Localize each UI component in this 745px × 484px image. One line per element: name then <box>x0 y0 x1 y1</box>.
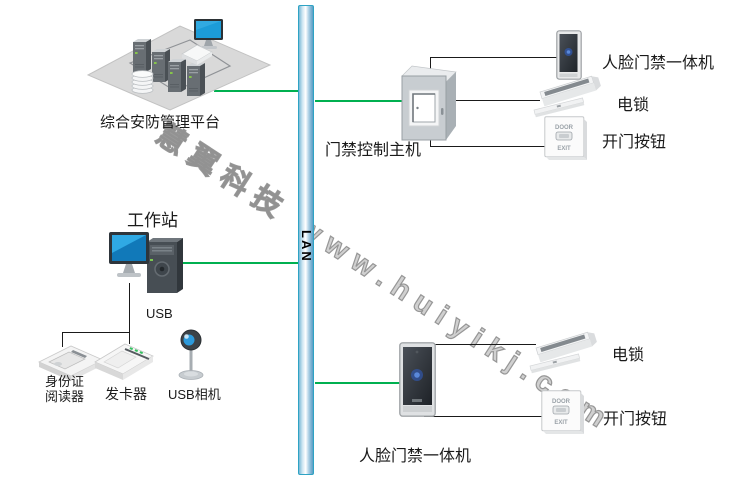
id-reader-label-line2: 阅读器 <box>45 389 85 404</box>
wire-faceterminal-button <box>424 416 545 417</box>
access-controller-icon <box>398 62 460 142</box>
button-text-exit: EXIT <box>557 146 571 152</box>
usb-camera-icon <box>178 328 206 380</box>
id-reader-label-line1: 身份证 <box>45 374 85 389</box>
electric-lock-top-icon <box>532 70 604 118</box>
platform-label: 综合安防管理平台 <box>100 114 221 131</box>
lan-backbone-bar <box>298 5 314 475</box>
face-terminal-top-label: 人脸门禁一体机 <box>602 55 715 72</box>
wire-controller-down <box>430 138 431 147</box>
lock-top-label: 电锁 <box>617 97 650 114</box>
card-issuer-icon <box>92 336 156 380</box>
link-platform-lan <box>214 90 298 92</box>
id-reader-label: 身份证 阅读器 <box>45 374 84 404</box>
security-platform-icon <box>85 18 275 113</box>
wire-controller-lock <box>454 100 540 101</box>
usb-label: USB <box>146 306 173 321</box>
wire-usb-trunk <box>129 283 130 344</box>
face-terminal-top-icon <box>556 30 582 80</box>
wire-usb-idreader <box>62 332 63 347</box>
wire-controller-faceterminal <box>430 57 558 58</box>
link-lan-controller <box>315 100 402 102</box>
exit-button-bottom-icon: DOOR EXIT <box>541 390 585 435</box>
workstation-icon <box>105 228 195 296</box>
workstation-label: 工作站 <box>127 211 178 230</box>
wire-controller-button <box>430 146 545 147</box>
button-text-door: DOOR <box>552 399 571 405</box>
link-workstation-lan <box>183 262 298 264</box>
face-terminal-bottom-label: 人脸门禁一体机 <box>359 448 472 465</box>
button-text-door: DOOR <box>555 125 574 131</box>
electric-lock-bottom-icon <box>528 326 600 374</box>
exit-button-top-icon: DOOR EXIT <box>544 116 588 161</box>
lan-label: LAN <box>299 229 314 263</box>
usb-camera-label: USB相机 <box>168 387 221 402</box>
button-text-exit: EXIT <box>554 420 568 426</box>
exit-button-top-label: 开门按钮 <box>602 134 667 151</box>
lock-bottom-label: 电锁 <box>612 347 645 364</box>
access-controller-label: 门禁控制主机 <box>325 142 422 159</box>
link-lan-faceterminal <box>315 382 401 384</box>
face-terminal-bottom-icon <box>399 342 436 417</box>
wire-usb-branch <box>62 332 130 333</box>
card-issuer-label: 发卡器 <box>105 386 147 402</box>
exit-button-bottom-label: 开门按钮 <box>603 411 668 428</box>
wire-controller-up <box>430 57 431 69</box>
wire-faceterminal-lock <box>424 344 536 345</box>
